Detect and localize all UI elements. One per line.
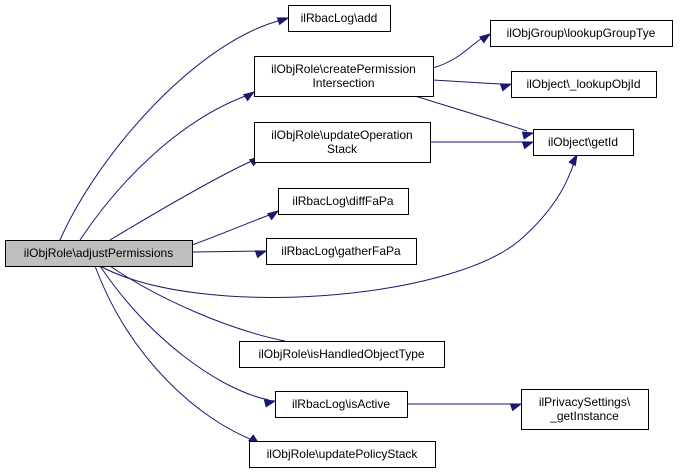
edge-line (191, 250, 261, 253)
node-label: ilRbacLog\add (301, 11, 378, 25)
edge-line (109, 159, 255, 241)
arrowhead (263, 399, 277, 408)
node-label: _getInstance (549, 409, 619, 423)
node-box (533, 129, 634, 156)
edge-line (191, 213, 273, 246)
node-label: ilObjRole\adjustPermissions (24, 246, 173, 260)
node-getId[interactable]: ilObject\getId (533, 129, 634, 156)
edge-createPerm-to-lookupObj (432, 79, 513, 92)
node-box (249, 441, 436, 468)
node-box (521, 389, 649, 430)
node-label: ilRbacLog\gatherFaPa (281, 244, 401, 258)
node-isActive[interactable]: ilRbacLog\isActive (275, 391, 408, 418)
node-diffFaPa[interactable]: ilRbacLog\diffFaPa (278, 188, 409, 215)
node-root[interactable]: ilObjRole\adjustPermissions (5, 240, 193, 267)
node-privacy[interactable]: ilPrivacySettings\_getInstance (521, 389, 649, 430)
arrowhead (521, 141, 535, 150)
edge-root-to-isHandled (109, 265, 293, 349)
node-label: ilObjGroup\lookupGroupTye (507, 26, 656, 40)
node-gatherFaPa[interactable]: ilRbacLog\gatherFaPa (266, 238, 417, 265)
edge-root-to-diffFaPa (191, 210, 280, 246)
edge-line (59, 19, 283, 241)
node-label: ilObject\_lookupObjId (526, 77, 640, 91)
arrowhead (521, 131, 535, 140)
node-box (266, 238, 417, 265)
node-box (278, 188, 409, 215)
node-label: ilRbacLog\diffFaPa (292, 194, 394, 208)
node-label: Stack (327, 142, 358, 156)
edge-line (432, 36, 485, 69)
edge-line (79, 94, 249, 241)
edge-createPerm-to-lookupGroup (432, 33, 492, 69)
arrowhead (509, 403, 523, 412)
node-label: ilObject\getId (548, 135, 618, 149)
node-box (239, 341, 445, 368)
arrowhead (266, 210, 280, 221)
node-updatePolicy[interactable]: ilObjRole\updatePolicyStack (249, 441, 436, 468)
edge-line (109, 265, 286, 342)
node-label: ilObjRole\updatePolicyStack (267, 447, 419, 461)
arrowhead (499, 83, 513, 92)
node-box (5, 240, 193, 267)
node-box (254, 122, 431, 163)
arrowhead (478, 33, 492, 44)
arrowhead (276, 17, 290, 26)
node-label: ilRbacLog\isActive (292, 397, 390, 411)
node-box (490, 20, 673, 47)
arrowhead (242, 91, 256, 102)
node-lookupGroup[interactable]: ilObjGroup\lookupGroupTye (490, 20, 673, 47)
edge-root-to-createPerm (79, 91, 256, 241)
node-label: Intersection (312, 76, 374, 90)
node-label: ilObjRole\createPermission (271, 62, 416, 76)
edge-line (99, 265, 270, 401)
edge-line (99, 159, 576, 298)
node-add[interactable]: ilRbacLog\add (288, 5, 391, 32)
node-box (275, 391, 408, 418)
edge-updateOp-to-getId (430, 141, 535, 150)
arrowhead (568, 153, 578, 167)
node-box (254, 56, 434, 97)
edge-root-to-getId (99, 153, 578, 298)
edge-root-to-gatherFaPa (191, 250, 268, 259)
node-box (288, 5, 391, 32)
edge-line (414, 95, 528, 132)
node-label: ilPrivacySettings\ (539, 395, 631, 409)
node-isHandled[interactable]: ilObjRole\isHandledObjectType (239, 341, 445, 368)
edge-isActive-to-privacy (407, 403, 523, 412)
node-label: ilObjRole\updateOperation (271, 128, 412, 142)
arrowhead (254, 250, 268, 259)
edge-line (94, 265, 256, 442)
edge-root-to-add (59, 17, 290, 241)
edge-line (432, 79, 506, 85)
edge-root-to-isActive (99, 265, 277, 408)
node-label: ilObjRole\isHandledObjectType (258, 347, 424, 361)
edge-createPerm-to-getId (414, 95, 535, 140)
node-box (511, 71, 657, 98)
node-lookupObj[interactable]: ilObject\_lookupObjId (511, 71, 657, 98)
